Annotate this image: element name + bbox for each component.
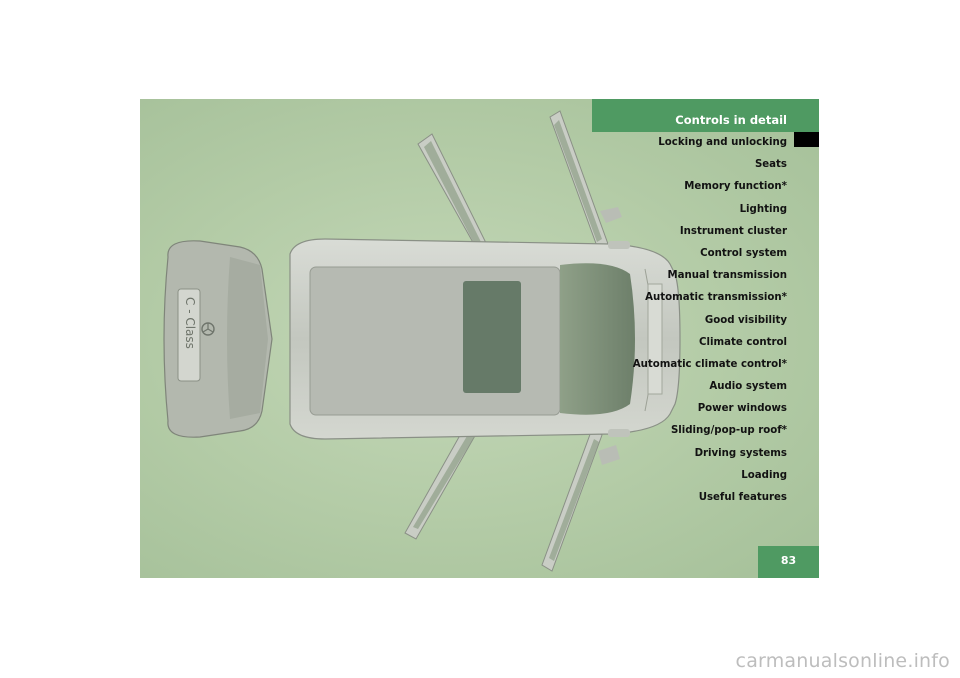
section-header-bar: Controls in detail: [592, 99, 819, 132]
toc-item[interactable]: Control system: [700, 247, 787, 259]
chapter-contents-list: Locking and unlocking Seats Memory funct…: [633, 136, 787, 513]
section-tab-marker: [794, 132, 819, 147]
toc-item[interactable]: Memory function*: [684, 181, 787, 193]
open-tailgate: [163, 240, 273, 438]
toc-item[interactable]: Lighting: [739, 203, 787, 215]
toc-item[interactable]: Automatic climate control*: [632, 358, 787, 370]
toc-item[interactable]: Audio system: [709, 381, 787, 393]
toc-item[interactable]: Sliding/pop-up roof*: [670, 425, 787, 437]
front-right-door: [541, 428, 620, 572]
watermark-text: carmanualsonline.info: [735, 650, 950, 672]
toc-item[interactable]: Power windows: [697, 403, 787, 415]
page-number-box: 83: [758, 546, 819, 578]
toc-item[interactable]: Good visibility: [704, 314, 787, 326]
toc-item[interactable]: Climate control: [699, 336, 787, 348]
rear-right-door: [404, 420, 481, 540]
toc-item[interactable]: Locking and unlocking: [658, 137, 787, 148]
toc-item[interactable]: Useful features: [698, 492, 787, 503]
toc-item[interactable]: Instrument cluster: [679, 225, 787, 237]
manual-page: C - Class Controls in detail Locking and…: [140, 99, 819, 578]
car-body: [289, 238, 681, 440]
toc-item[interactable]: Automatic transmission*: [645, 292, 787, 304]
rear-left-door: [417, 133, 489, 256]
toc-item[interactable]: Manual transmission: [667, 270, 788, 282]
toc-item[interactable]: Seats: [754, 159, 787, 171]
car-top-view-illustration: C - Class: [163, 110, 681, 572]
toc-item[interactable]: Driving systems: [694, 447, 787, 459]
page-number: 83: [780, 554, 797, 567]
section-title: Controls in detail: [675, 113, 787, 127]
license-plate-text: C - Class: [183, 297, 197, 349]
toc-item[interactable]: Loading: [741, 469, 787, 481]
